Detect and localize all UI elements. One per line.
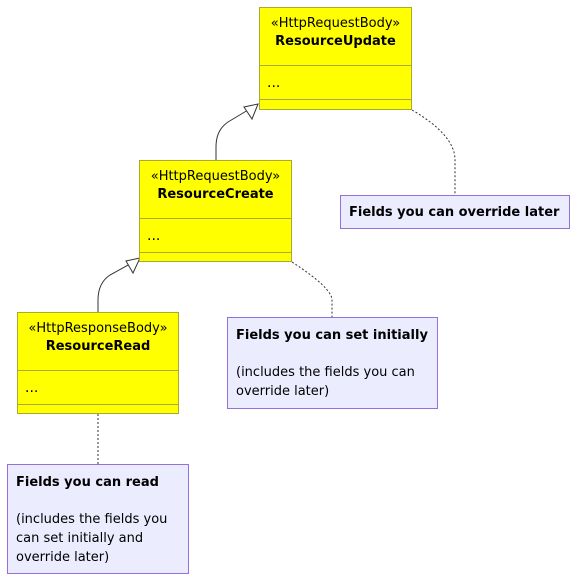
inheritance-create-to-update [215, 109, 249, 160]
members-ellipsis: ... [25, 380, 39, 396]
class-resource-update: «HttpRequestBody» ResourceUpdate ... [259, 7, 412, 110]
class-resource-read: «HttpResponseBody» ResourceRead ... [17, 312, 179, 414]
note-read: Fields you can read (includes the fields… [7, 464, 189, 574]
class-name: ResourceRead [45, 339, 151, 354]
note-set-initially: Fields you can set initially (includes t… [227, 317, 438, 409]
note-text: (includes the fields you can override la… [236, 365, 415, 399]
note-title: Fields you can set initially [236, 328, 428, 343]
class-members: ... [140, 219, 291, 253]
stereotype-label: «HttpResponseBody» [28, 321, 168, 336]
note-link-set-initially [291, 261, 333, 317]
class-members: ... [260, 66, 411, 100]
class-members: ... [18, 371, 178, 405]
inheritance-arrowhead-update [243, 103, 259, 121]
class-resource-create: «HttpRequestBody» ResourceCreate ... [139, 160, 292, 262]
members-ellipsis: ... [147, 228, 161, 244]
stereotype-label: «HttpRequestBody» [150, 169, 281, 184]
class-name: ResourceCreate [157, 187, 274, 202]
inheritance-arrowhead-create [125, 257, 141, 275]
inheritance-read-to-create [97, 263, 131, 312]
note-title: Fields you can read [16, 475, 159, 490]
stereotype-label: «HttpRequestBody» [270, 16, 401, 31]
class-header: «HttpRequestBody» ResourceCreate [140, 161, 291, 219]
note-link-override [411, 109, 456, 195]
class-name: ResourceUpdate [275, 34, 396, 49]
class-header: «HttpResponseBody» ResourceRead [18, 313, 178, 371]
members-ellipsis: ... [267, 75, 281, 91]
class-header: «HttpRequestBody» ResourceUpdate [260, 8, 411, 66]
note-text: (includes the fields you can set initial… [16, 512, 168, 565]
note-title: Fields you can override later [349, 205, 560, 220]
note-override-later: Fields you can override later [340, 195, 570, 229]
